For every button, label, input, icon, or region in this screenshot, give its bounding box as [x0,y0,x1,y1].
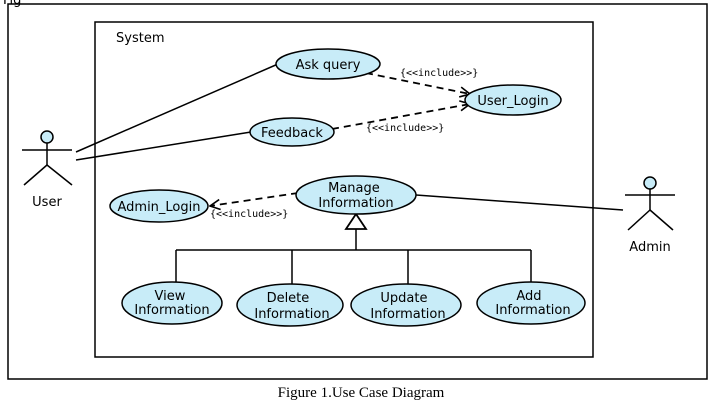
include-ask-query-user-login [365,72,470,94]
use-case-add-information: Add Information [476,281,586,325]
user-actor [22,130,73,186]
system-label: System [116,31,164,46]
manage-information-line-2: Information [318,196,393,211]
use-case-user-login: User_Login [464,84,562,116]
admin-actor-head [643,176,657,190]
user-actor-label: User [32,195,62,210]
admin-actor-label: Admin [629,240,670,255]
figure-caption: Figure 1.Use Case Diagram [277,385,445,401]
delete-information-label: Delete Information [254,291,329,322]
ask-query-label: Ask query [296,58,361,73]
view-information-label: View Information [134,289,209,318]
system-boundary [94,21,594,358]
update-information-label: Update Information [370,291,445,322]
manage-information-line-1: Manage [328,181,380,196]
include-label-feedback: {<<include>>} [366,123,444,134]
use-case-delete-information: Delete Information [236,283,344,327]
use-case-view-information: View Information [121,281,223,325]
feedback-line-1: Feedback [261,126,323,141]
add-information-line-1: Add [516,289,541,304]
admin-login-line-1: Admin_Login [117,200,200,215]
association-user-ask-query [75,63,279,153]
ask-query-line-1: Ask query [296,58,361,73]
add-information-label: Add Information [495,289,570,318]
delete-information-line-2: Information [254,307,329,322]
update-information-line-2: Information [370,307,445,322]
include-label-ask-query: {<<include>>} [400,68,478,79]
use-case-feedback: Feedback [249,117,335,147]
include-label-manage: {<<include>>} [210,209,288,220]
association-user-feedback [75,131,252,161]
update-information-line-1: Update [380,291,427,306]
user-login-line-1: User_Login [477,94,548,109]
generalization-arrowhead [344,212,368,230]
use-case-update-information: Update Information [350,283,462,327]
user-login-label: User_Login [477,94,548,109]
delete-information-line-1: Delete [267,291,310,306]
view-information-line-1: View [155,289,186,304]
generalization-tree [175,212,532,286]
association-admin-manage [415,194,624,211]
add-information-line-2: Information [495,303,570,318]
outer-frame [7,3,708,380]
admin-actor [625,176,675,231]
use-case-manage-information: Manage Information [295,175,417,215]
manage-information-label: Manage Information [318,181,393,211]
admin-login-label: Admin_Login [117,200,200,215]
use-case-admin-login: Admin_Login [109,189,209,223]
feedback-label: Feedback [261,126,323,141]
use-case-ask-query: Ask query [275,48,381,80]
view-information-line-2: Information [134,303,209,318]
user-actor-head [40,130,54,144]
include-manage-admin-login [210,192,299,206]
